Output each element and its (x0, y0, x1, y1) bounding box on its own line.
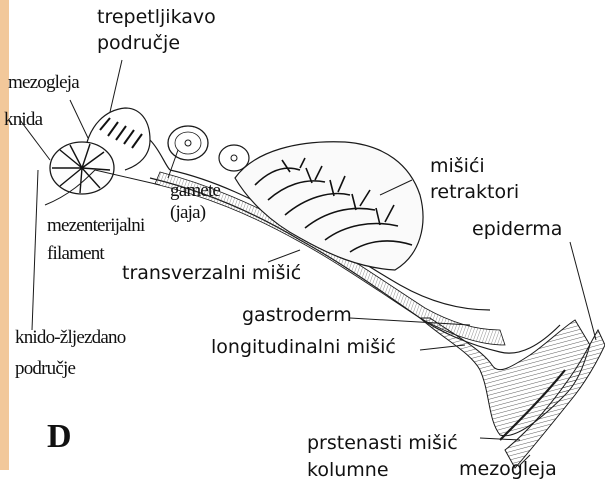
lower-arm (420, 318, 590, 436)
label-knida: knida (4, 109, 42, 131)
label-gastroderm: gastroderm (242, 305, 352, 327)
filament-connector (150, 140, 170, 170)
panel-letter: D (47, 418, 72, 456)
label-gamete: gamete (jaja) (170, 180, 220, 224)
label-prstenasti: prstenasti mišić kolumne (307, 430, 458, 484)
label-misici-retraktori: mišići retraktori (430, 153, 519, 205)
label-mezogleja-bottom: mezogleja (459, 459, 557, 481)
gamete-eggs (168, 126, 249, 171)
retractor-lobe (235, 142, 423, 270)
label-mezogleja-top: mezogleja (8, 72, 79, 94)
label-transverzalni: transverzalni mišić (122, 263, 301, 285)
label-mezenterijalni: mezenterijalni filament (47, 212, 144, 268)
ciliated-stripes (100, 118, 142, 148)
label-knido: knido-žljezdano područje (15, 322, 125, 384)
label-longitudinalni: longitudinalni mišić (211, 337, 396, 359)
label-trepetljikavo: trepetljikavo područje (97, 4, 216, 56)
label-epiderma: epiderma (472, 219, 562, 241)
